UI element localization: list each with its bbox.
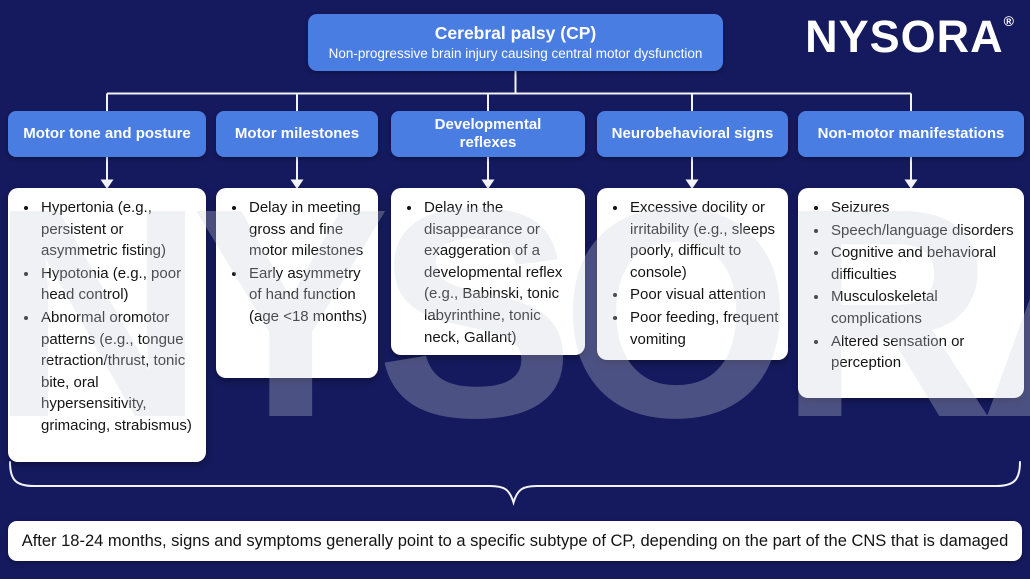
root-node-cerebral-palsy: Cerebral palsy (CP) Non-progressive brai…	[308, 14, 723, 71]
bullet-item: Hypotonia (e.g., poor head control)	[39, 263, 198, 306]
bullet-item: Abnormal oromotor patterns (e.g., tongue…	[39, 307, 198, 437]
bullet-item: Excessive docility or irritability (e.g.…	[628, 197, 780, 283]
category-neurobehavioral-signs: Neurobehavioral signs	[597, 111, 788, 157]
card-motor-milestones: Delay in meeting gross and fine motor mi…	[216, 188, 378, 378]
bullet-list: Hypertonia (e.g., persistent or asymmetr…	[20, 197, 198, 437]
bullet-item: Cognitive and behavioral difficulties	[829, 242, 1016, 285]
category-developmental-reflexes: Developmental reflexes	[391, 111, 585, 157]
bullet-item: Musculoskeletal complications	[829, 286, 1016, 329]
category-motor-tone-and-posture: Motor tone and posture	[8, 111, 206, 157]
bullet-item: Poor visual attention	[628, 284, 780, 306]
brace	[9, 461, 1021, 507]
bullet-list: SeizuresSpeech/language disordersCogniti…	[810, 197, 1016, 374]
logo-text: NYSORA	[805, 11, 1004, 62]
card-non-motor-manifestations: SeizuresSpeech/language disordersCogniti…	[798, 188, 1024, 398]
category-non-motor-manifestations: Non-motor manifestations	[798, 111, 1024, 157]
root-title: Cerebral palsy (CP)	[434, 22, 597, 43]
category-motor-milestones: Motor milestones	[216, 111, 378, 157]
bullet-item: Hypertonia (e.g., persistent or asymmetr…	[39, 197, 198, 262]
registered-mark-icon: ®	[1003, 13, 1014, 29]
bullet-list: Delay in the disappearance or exaggerati…	[403, 197, 577, 348]
bullet-list: Delay in meeting gross and fine motor mi…	[228, 197, 370, 328]
arrowheads	[100, 179, 918, 189]
footer-summary: After 18-24 months, signs and symptoms g…	[8, 521, 1022, 561]
card-neurobehavioral-signs: Excessive docility or irritability (e.g.…	[597, 188, 788, 360]
card-motor-tone-and-posture: Hypertonia (e.g., persistent or asymmetr…	[8, 188, 206, 462]
bullet-item: Poor feeding, frequent vomiting	[628, 307, 780, 350]
bullet-item: Seizures	[829, 197, 1016, 219]
footer-text: After 18-24 months, signs and symptoms g…	[21, 531, 1009, 550]
bullet-item: Speech/language disorders	[829, 220, 1016, 242]
bullet-item: Delay in meeting gross and fine motor mi…	[247, 197, 370, 262]
bullet-item: Early asymmetry of hand function (age <1…	[247, 263, 370, 328]
bullet-list: Excessive docility or irritability (e.g.…	[609, 197, 780, 350]
root-subtitle: Non-progressive brain injury causing cen…	[328, 45, 703, 61]
nysora-logo: NYSORA®	[805, 14, 1014, 59]
bullet-item: Delay in the disappearance or exaggerati…	[422, 197, 577, 348]
card-developmental-reflexes: Delay in the disappearance or exaggerati…	[391, 188, 585, 355]
bullet-item: Altered sensation or perception	[829, 331, 1016, 374]
